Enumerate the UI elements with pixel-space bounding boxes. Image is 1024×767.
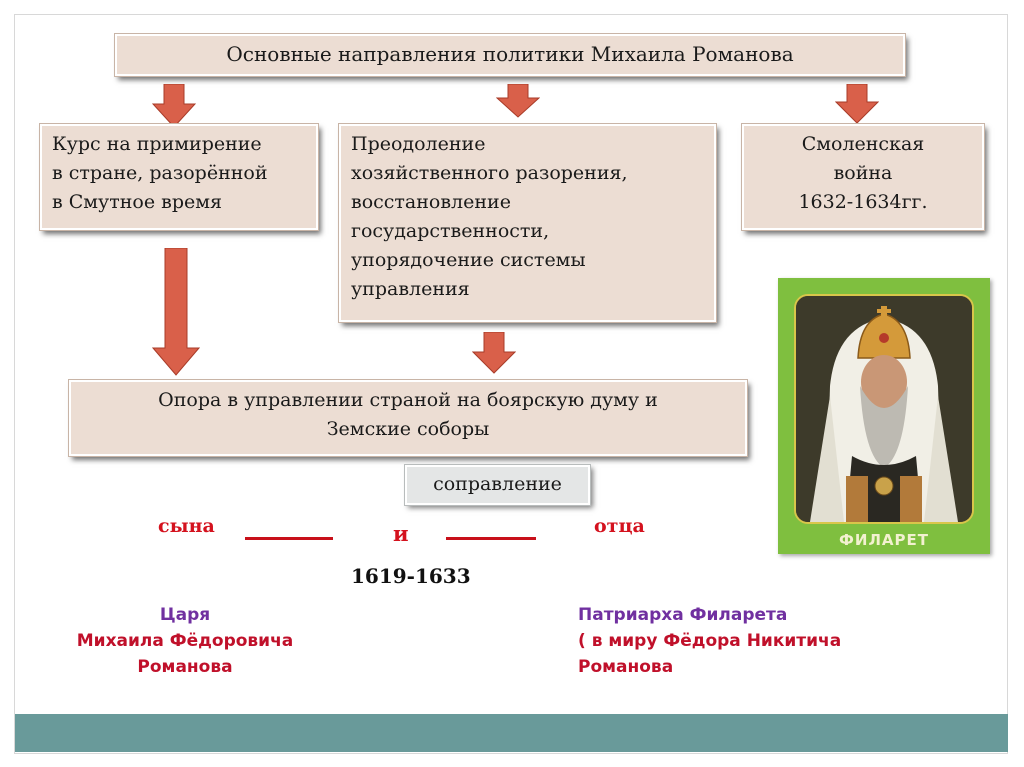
- title-box: Основные направления политики Михаила Ро…: [115, 34, 905, 76]
- filaret-portrait: ФИЛАРЕТ: [778, 278, 990, 554]
- arrow-down-icon: [835, 84, 879, 124]
- overcome-line: управления: [351, 278, 470, 300]
- copartner-label: соправление: [433, 473, 562, 495]
- years-label: 1619-1633: [351, 564, 471, 588]
- patriarch-figure-icon: [796, 296, 972, 522]
- patriarch-line: Романова: [578, 657, 674, 677]
- title-text: Основные направления политики Михаила Ро…: [226, 42, 794, 66]
- bottom-band: [15, 714, 1008, 752]
- smolensk-line: 1632-1634гг.: [798, 191, 928, 213]
- arrow-down-icon: [152, 248, 200, 376]
- reliance-line: Земские соборы: [326, 418, 490, 440]
- patriarch-line: Патриарха Филарета: [578, 605, 788, 625]
- tsar-line: Михаила Фёдоровича: [76, 631, 294, 651]
- portrait-image: [794, 294, 974, 524]
- son-label: сына: [158, 515, 215, 537]
- overcome-line: восстановление: [351, 191, 511, 213]
- tsar-block: Царя Михаила Фёдоровича Романова: [40, 602, 330, 680]
- connector-line: [446, 537, 536, 540]
- course-line: Курс на примирение: [52, 133, 262, 155]
- overcome-line: Преодоление: [351, 133, 486, 155]
- reliance-box: Опора в управлении страной на боярскую д…: [69, 380, 747, 456]
- arrow-down-icon: [496, 84, 540, 118]
- overcome-line: хозяйственного разорения,: [351, 162, 628, 184]
- course-box: Курс на примирение в стране, разорённой …: [40, 124, 318, 230]
- tsar-line: Царя: [159, 605, 211, 625]
- arrow-down-icon: [472, 332, 516, 374]
- reliance-line: Опора в управлении страной на боярскую д…: [158, 389, 658, 411]
- overcome-line: упорядочение системы: [351, 249, 586, 271]
- patriarch-block: Патриарха Филарета ( в миру Фёдора Никит…: [578, 602, 918, 680]
- tsar-line: Романова: [137, 657, 233, 677]
- course-line: в Смутное время: [52, 191, 222, 213]
- copartner-box: соправление: [405, 465, 590, 505]
- and-label: и: [393, 521, 409, 546]
- arrow-down-icon: [152, 84, 196, 128]
- patriarch-line: ( в миру Фёдора Никитича: [578, 631, 842, 651]
- overcome-line: государственности,: [351, 220, 550, 242]
- portrait-caption: ФИЛАРЕТ: [839, 531, 929, 549]
- smolensk-line: Смоленская: [801, 133, 925, 155]
- smolensk-line: война: [833, 162, 893, 184]
- father-label: отца: [594, 515, 645, 537]
- course-line: в стране, разорённой: [52, 162, 268, 184]
- overcome-box: Преодоление хозяйственного разорения, во…: [339, 124, 716, 322]
- smolensk-box: Смоленская война 1632-1634гг.: [742, 124, 984, 230]
- connector-line: [245, 537, 333, 540]
